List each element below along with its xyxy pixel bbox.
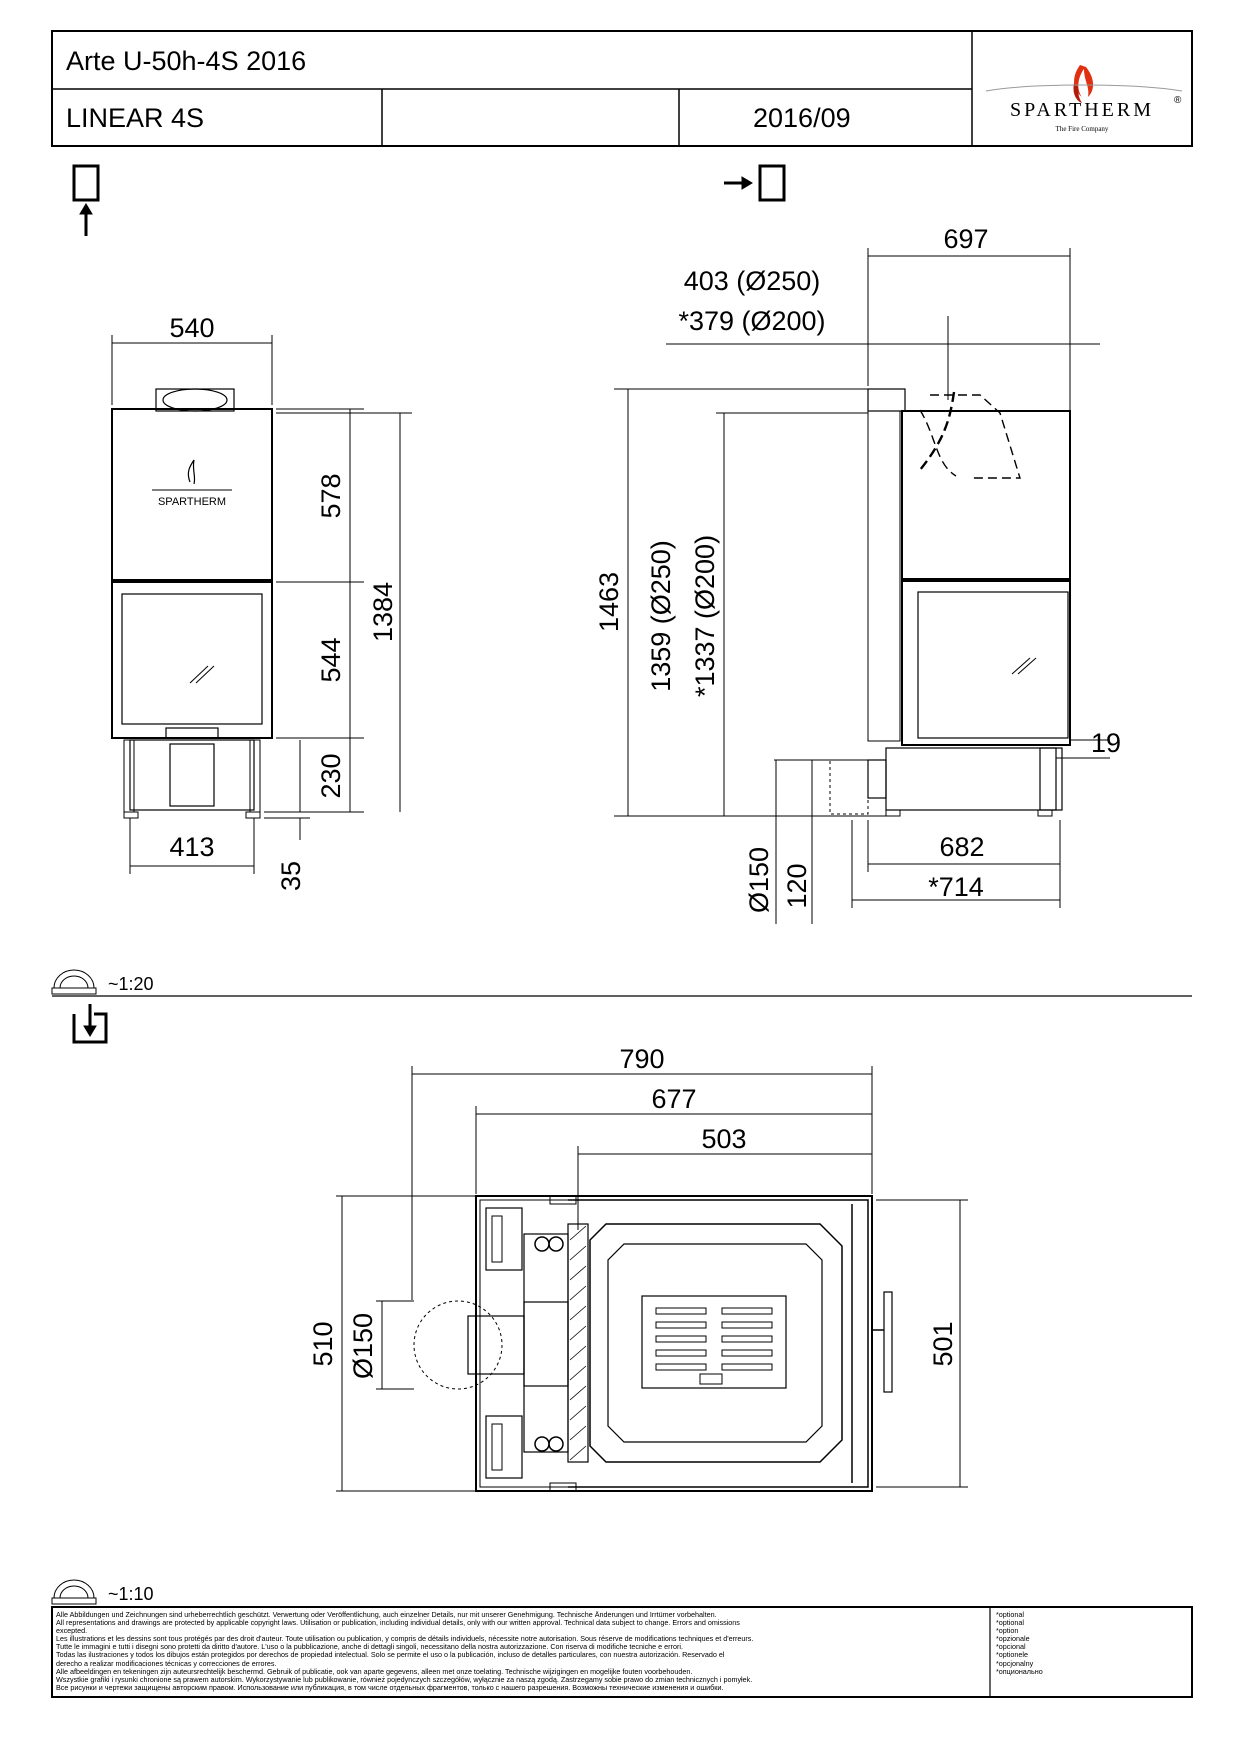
title-block-frame [51, 30, 1193, 147]
stove-logo-text: SPARTHERM [158, 496, 226, 508]
side-view-icon [724, 164, 786, 202]
dim-plan-air: Ø150 [348, 1313, 378, 1379]
flame-icon [985, 65, 1183, 103]
date-stamp: 2016/09 [753, 103, 851, 133]
model-title: Arte U-50h-4S 2016 [66, 46, 307, 76]
legal-line: excepted. [56, 1627, 88, 1636]
dim-flue-height-200: *1337 (Ø200) [690, 535, 720, 697]
legal-line: Alle afbeeldingen en tekeningen zijn aut… [56, 1667, 693, 1676]
dim-plan-right: 501 [928, 1321, 958, 1366]
optional-label: *opzionale [996, 1634, 1030, 1644]
scale-icon [51, 969, 97, 995]
front-view-icon [72, 164, 100, 236]
dim-air-height: 120 [782, 863, 812, 908]
front-dimension-lines [111, 335, 412, 874]
optional-label: *opcjonalny [996, 1658, 1034, 1668]
legal-notice: Alle Abbildungen und Zeichnungen sind ur… [56, 1611, 986, 1692]
brand-tagline: The Fire Company [1055, 125, 1109, 133]
optional-label: *optional [996, 1618, 1024, 1628]
series-name: LINEAR 4S [66, 103, 205, 133]
dim-side-depth-bottom-opt: *714 [928, 872, 984, 902]
scale-upper: ~1:20 [108, 974, 154, 994]
dim-side-total: 1463 [594, 572, 624, 632]
dim-plan-body: 677 [651, 1084, 696, 1114]
plan-dimension-lines [336, 1066, 968, 1492]
dim-flue-offset-250: 403 (Ø250) [684, 266, 821, 296]
dim-plan-total: 790 [619, 1044, 664, 1074]
spartherm-logo: SPARTHERM ® The Fire Company [972, 31, 1192, 146]
dim-front-door: 544 [316, 637, 346, 682]
footer-frame [51, 1606, 1193, 1698]
legal-line: All representations and drawings are pro… [56, 1619, 740, 1628]
legal-line: Les illustrations et les dessins sont to… [56, 1635, 754, 1644]
registered-mark: ® [1174, 95, 1182, 106]
dim-front-foot: 35 [276, 861, 306, 891]
dim-side-depth-bottom: 682 [939, 832, 984, 862]
dim-air-diameter: Ø150 [744, 847, 774, 913]
dim-front-total: 1384 [368, 582, 398, 642]
plan-view [413, 1195, 893, 1492]
scale-lower: ~1:10 [108, 1584, 154, 1604]
legal-line: Alle Abbildungen und Zeichnungen sind ur… [56, 1611, 717, 1619]
plan-view-icon [72, 1004, 108, 1044]
optional-legend: *optional *optional *option *opzionale *… [996, 1610, 1186, 1676]
side-view [829, 388, 1071, 817]
optional-label: *option [996, 1626, 1019, 1636]
optional-label: *optionele [996, 1650, 1028, 1660]
legal-line: Todas las ilustraciones y todos los dibu… [56, 1651, 725, 1660]
dim-front-base-width: 413 [169, 832, 214, 862]
optional-label: *opcional [996, 1642, 1026, 1652]
dim-front-width: 540 [169, 313, 214, 343]
optional-label: *optional [996, 1610, 1024, 1619]
dim-front-upper: 578 [316, 473, 346, 518]
dim-plan-depth: 510 [308, 1321, 338, 1366]
dim-plan-firebox: 503 [701, 1124, 746, 1154]
optional-label: *опционально [996, 1666, 1043, 1676]
front-view [111, 388, 273, 819]
dim-door-step: 19 [1091, 728, 1121, 758]
brand-name: SPARTHERM [1010, 99, 1154, 121]
legal-line: Wszystkie grafiki i rysunki chronione są… [56, 1675, 753, 1684]
dim-side-depth: 697 [943, 224, 988, 254]
dim-flue-offset-200: *379 (Ø200) [678, 306, 825, 336]
dim-flue-height-250: 1359 (Ø250) [646, 540, 676, 692]
legal-line: Tutte le immagini e tutti i disegni sono… [56, 1643, 683, 1652]
legal-line: Все рисунки и чертежи защищены авторским… [56, 1683, 724, 1692]
dim-front-base: 230 [316, 753, 346, 798]
scale-icon-2 [51, 1579, 97, 1605]
side-dimension-lines [614, 248, 1110, 924]
legal-line: derecho a realizar modificaciones técnic… [56, 1659, 277, 1668]
